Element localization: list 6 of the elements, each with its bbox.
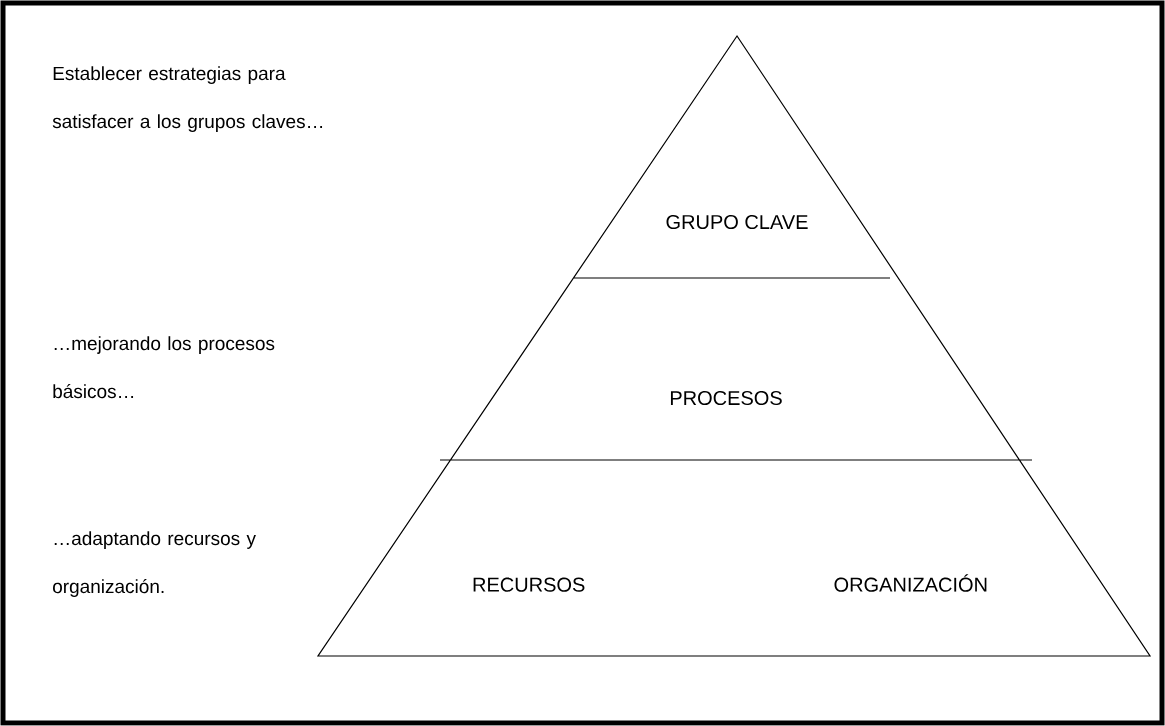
tier-label: RECURSOS ORGANIZACIÓN [473,574,987,592]
caption-text: …mejorando los procesos básicos… [53,336,275,399]
tier-label: PROCESOS [670,390,782,406]
caption-text: …adaptando recursos y organización. [53,531,256,597]
caption-text: Establecer estrategias para satisfacer a los grupos claves… [52,66,322,132]
tier-label: GRUPO CLAVE [666,214,808,230]
